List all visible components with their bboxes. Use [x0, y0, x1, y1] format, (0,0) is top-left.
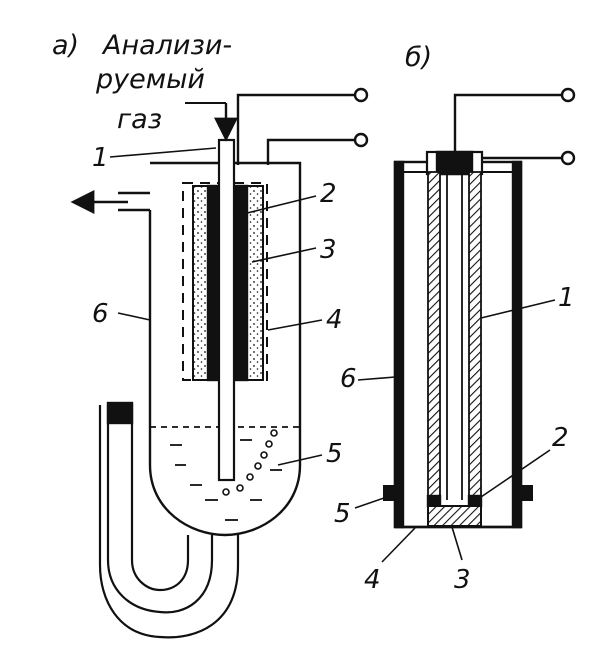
gas-label-line2: руемый [95, 64, 205, 95]
label-b-1: 1 [558, 283, 575, 313]
side-outlet [118, 191, 150, 212]
terminal-lower [353, 132, 369, 148]
panel-b [354, 87, 576, 563]
gas-inlet-tube [217, 138, 236, 482]
wire-b-upper [453, 93, 562, 152]
terminal-upper [353, 87, 369, 103]
panel-b-tag: б) [405, 42, 432, 73]
liquid-dashes [170, 439, 282, 521]
label-a-5: 5 [326, 439, 343, 469]
u-tube [98, 405, 240, 639]
terminal-b-lower [560, 150, 576, 166]
label-a-3: 3 [320, 235, 337, 265]
inner-tube-right-wall [468, 171, 482, 508]
wire-lower [266, 138, 355, 165]
terminal-b-upper [560, 87, 576, 103]
label-a-6: 6 [92, 299, 109, 329]
bottom-plug [427, 505, 482, 527]
label-b-2: 2 [552, 423, 569, 453]
inner-tube-left-wall [427, 171, 441, 508]
gas-label-line3: газ [117, 104, 162, 135]
seal-left [426, 494, 442, 508]
gas-label-line1: Анализи- [101, 30, 232, 61]
seal-right [467, 494, 483, 508]
label-b-6: 6 [340, 364, 357, 394]
label-a-2: 2 [320, 179, 337, 209]
label-a-4: 4 [326, 305, 343, 335]
panel-a [70, 87, 369, 639]
gas-bubbles [222, 429, 278, 496]
wire-upper [236, 93, 355, 165]
panel-a-tag: а) [52, 30, 79, 61]
label-b-5: 5 [334, 499, 351, 529]
outer-casing [393, 160, 523, 529]
label-b-4: 4 [364, 565, 381, 595]
vessel-body [148, 161, 302, 537]
label-b-3: 3 [454, 565, 471, 595]
label-a-1: 1 [92, 143, 109, 173]
